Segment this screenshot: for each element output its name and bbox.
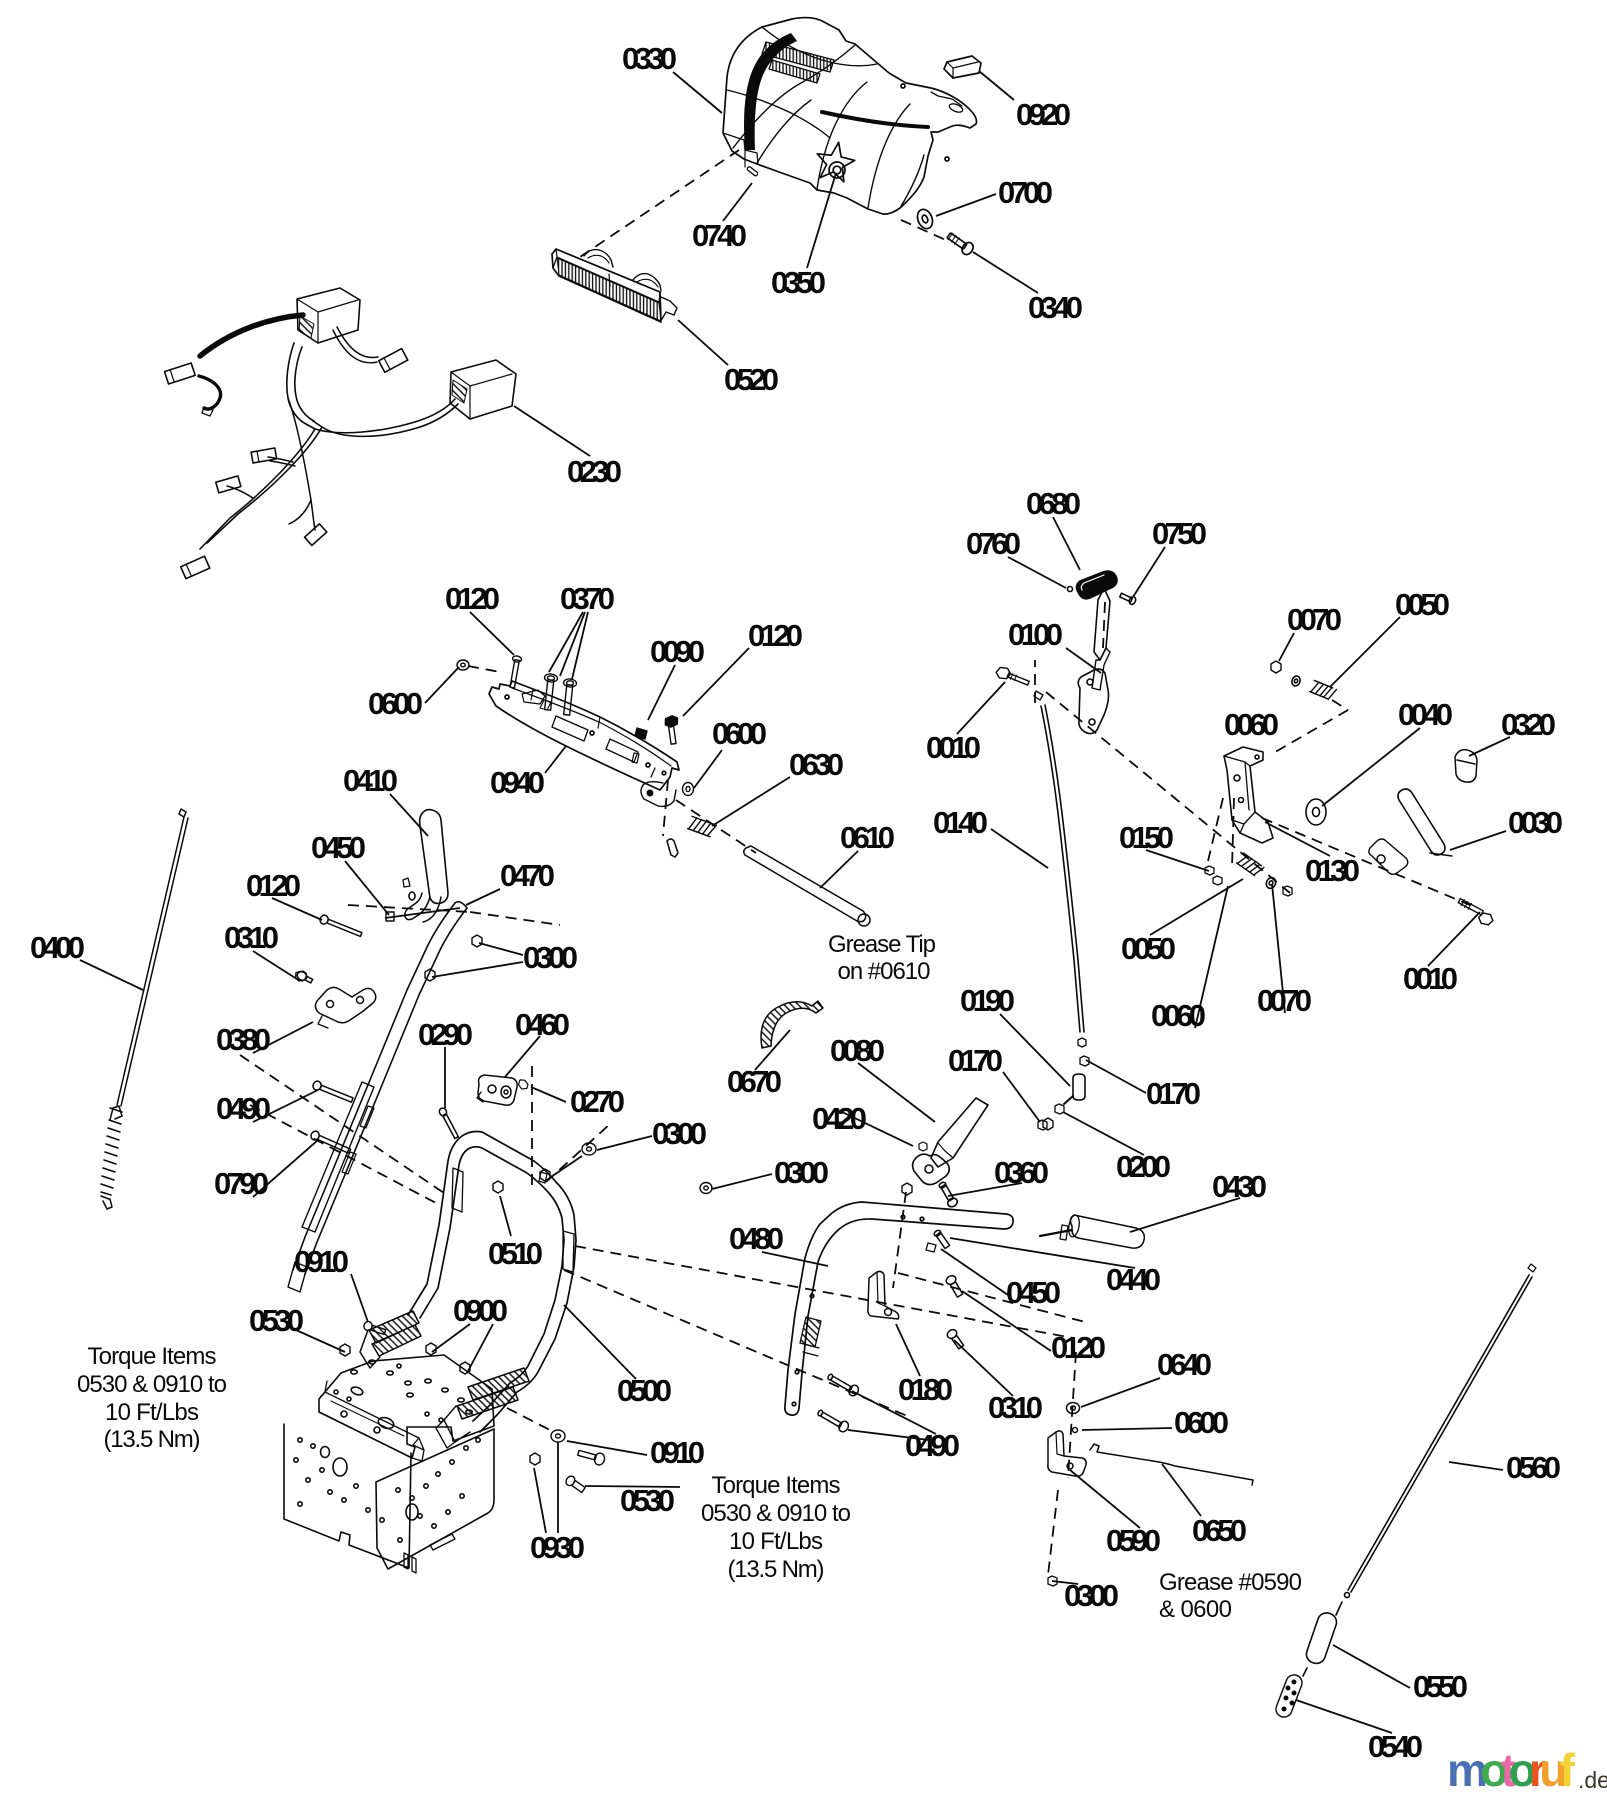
- svg-text:0150: 0150: [1119, 820, 1174, 855]
- svg-text:0190: 0190: [960, 983, 1015, 1018]
- svg-text:(13.5 Nm): (13.5 Nm): [728, 1556, 825, 1583]
- svg-text:0170: 0170: [1146, 1076, 1201, 1111]
- svg-text:0650: 0650: [1192, 1513, 1247, 1548]
- svg-text:0490: 0490: [905, 1428, 960, 1463]
- svg-text:0460: 0460: [515, 1007, 570, 1042]
- svg-text:0270: 0270: [570, 1084, 625, 1119]
- svg-text:0450: 0450: [311, 830, 366, 865]
- svg-text:0640: 0640: [1157, 1347, 1212, 1382]
- svg-text:0680: 0680: [1026, 486, 1081, 521]
- svg-text:0300: 0300: [523, 940, 578, 975]
- svg-text:0790: 0790: [214, 1166, 269, 1201]
- svg-text:Torque Items: Torque Items: [88, 1343, 217, 1370]
- svg-text:0030: 0030: [1508, 805, 1563, 840]
- svg-text:0930: 0930: [530, 1530, 585, 1565]
- svg-text:0630: 0630: [789, 747, 844, 782]
- svg-text:0120: 0120: [748, 618, 803, 653]
- svg-text:0520: 0520: [724, 362, 779, 397]
- svg-text:0340: 0340: [1028, 290, 1083, 325]
- svg-text:0010: 0010: [1403, 961, 1458, 996]
- svg-text:0910: 0910: [650, 1435, 705, 1470]
- svg-text:10 Ft/Lbs: 10 Ft/Lbs: [105, 1399, 199, 1426]
- svg-text:0590: 0590: [1106, 1523, 1161, 1558]
- svg-text:0120: 0120: [445, 581, 500, 616]
- svg-text:Grease Tip: Grease Tip: [828, 931, 936, 958]
- svg-text:0140: 0140: [933, 805, 988, 840]
- svg-text:0100: 0100: [1008, 617, 1063, 652]
- svg-text:0060: 0060: [1151, 998, 1206, 1033]
- svg-text:0350: 0350: [771, 265, 826, 300]
- svg-text:0450: 0450: [1006, 1275, 1061, 1310]
- svg-text:0480: 0480: [729, 1221, 784, 1256]
- svg-text:0410: 0410: [343, 763, 398, 798]
- svg-text:0370: 0370: [560, 581, 615, 616]
- svg-text:0530: 0530: [249, 1303, 304, 1338]
- svg-text:0320: 0320: [1501, 707, 1556, 742]
- svg-text:0700: 0700: [998, 175, 1053, 210]
- svg-text:0010: 0010: [926, 730, 981, 765]
- svg-text:0530 & 0910 to: 0530 & 0910 to: [77, 1371, 227, 1398]
- svg-text:0740: 0740: [692, 218, 747, 253]
- svg-text:0330: 0330: [622, 41, 677, 76]
- svg-text:0530 & 0910 to: 0530 & 0910 to: [701, 1500, 851, 1527]
- svg-text:0400: 0400: [30, 930, 85, 965]
- svg-text:0910: 0910: [294, 1244, 349, 1279]
- svg-text:0060: 0060: [1224, 707, 1279, 742]
- svg-text:.de: .de: [1578, 1767, 1607, 1793]
- svg-text:(13.5 Nm): (13.5 Nm): [104, 1426, 201, 1453]
- svg-text:on #0610: on #0610: [838, 958, 931, 985]
- svg-text:0120: 0120: [246, 868, 301, 903]
- svg-text:0920: 0920: [1016, 97, 1071, 132]
- svg-text:0380: 0380: [216, 1022, 271, 1057]
- svg-text:0490: 0490: [216, 1091, 271, 1126]
- svg-text:0170: 0170: [948, 1043, 1003, 1078]
- svg-text:0670: 0670: [727, 1064, 782, 1099]
- svg-text:0600: 0600: [1174, 1405, 1229, 1440]
- svg-text:0560: 0560: [1506, 1450, 1561, 1485]
- svg-text:10 Ft/Lbs: 10 Ft/Lbs: [729, 1528, 823, 1555]
- svg-text:0600: 0600: [368, 686, 423, 721]
- svg-text:0420: 0420: [812, 1101, 867, 1136]
- svg-text:0900: 0900: [453, 1293, 508, 1328]
- svg-text:0040: 0040: [1398, 697, 1453, 732]
- svg-text:0290: 0290: [418, 1017, 473, 1052]
- svg-text:0090: 0090: [650, 634, 705, 669]
- svg-text:0600: 0600: [712, 716, 767, 751]
- svg-text:0050: 0050: [1121, 931, 1176, 966]
- svg-text:0610: 0610: [840, 820, 895, 855]
- svg-text:0080: 0080: [830, 1033, 885, 1068]
- svg-text:0300: 0300: [774, 1155, 829, 1190]
- svg-text:0070: 0070: [1287, 602, 1342, 637]
- svg-text:0510: 0510: [488, 1236, 543, 1271]
- svg-text:0760: 0760: [966, 526, 1021, 561]
- svg-text:0310: 0310: [224, 920, 279, 955]
- svg-text:0300: 0300: [652, 1116, 707, 1151]
- svg-text:& 0600: & 0600: [1159, 1596, 1232, 1623]
- svg-text:0470: 0470: [500, 858, 555, 893]
- svg-text:Grease #0590: Grease #0590: [1159, 1569, 1302, 1596]
- svg-text:0050: 0050: [1395, 587, 1450, 622]
- svg-text:0540: 0540: [1368, 1729, 1423, 1764]
- svg-text:0550: 0550: [1413, 1669, 1468, 1704]
- svg-text:0940: 0940: [490, 765, 545, 800]
- svg-text:0500: 0500: [617, 1373, 672, 1408]
- svg-text:motoruf: motoruf: [1447, 1744, 1576, 1796]
- svg-text:0750: 0750: [1152, 516, 1207, 551]
- svg-text:0180: 0180: [898, 1372, 953, 1407]
- svg-text:0310: 0310: [988, 1390, 1043, 1425]
- svg-text:0530: 0530: [620, 1483, 675, 1518]
- svg-text:0230: 0230: [567, 454, 622, 489]
- svg-text:0130: 0130: [1305, 853, 1360, 888]
- svg-text:0360: 0360: [994, 1155, 1049, 1190]
- svg-text:Torque Items: Torque Items: [712, 1472, 841, 1499]
